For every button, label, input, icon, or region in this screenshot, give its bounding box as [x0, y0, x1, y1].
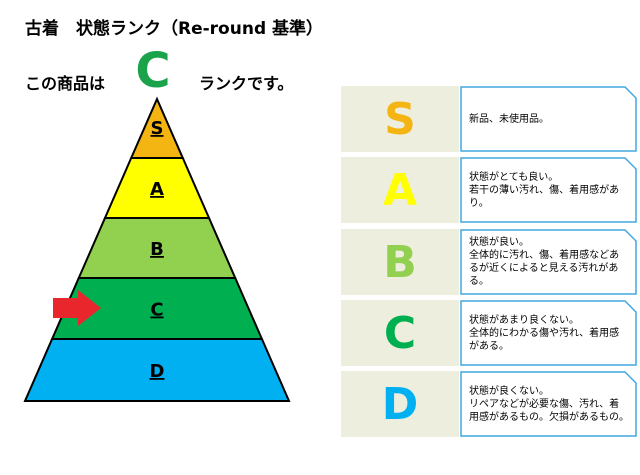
current-grade-letter: C	[135, 43, 171, 99]
rank-letter-b: B	[341, 229, 459, 295]
pyramid-label-s: S	[151, 118, 164, 139]
pyramid-label-d: D	[150, 361, 165, 382]
right-arrow-icon	[53, 290, 101, 326]
rank-letter-d: D	[341, 371, 459, 437]
pyramid-label-c: C	[150, 300, 163, 321]
rank-letter-a: A	[341, 157, 459, 223]
rank-letter-s: S	[341, 86, 459, 152]
rank-description-d: 状態が良くない。 リペアなどが必要な傷、汚れ、着用感があるもの。欠損があるもの。	[469, 385, 629, 423]
rank-row-a: A 状態がとても良い。 若干の薄い汚れ、傷、着用感があり。	[341, 157, 639, 223]
rank-row-c: C 状態があまり良くない。 全体的にわかる傷や汚れ、着用感がある。	[341, 300, 639, 366]
grade-prefix-text: この商品は	[25, 74, 106, 93]
rank-description-s: 新品、未使用品。	[469, 113, 549, 125]
description-card-frame	[460, 229, 637, 295]
rank-description-a: 状態がとても良い。 若干の薄い汚れ、傷、着用感があり。	[469, 171, 620, 209]
rank-description-c: 状態があまり良くない。 全体的にわかる傷や汚れ、着用感がある。	[469, 314, 620, 352]
pyramid-label-a: A	[150, 179, 164, 200]
rank-letter-c: C	[341, 300, 459, 366]
rank-row-s: S 新品、未使用品。	[341, 86, 639, 152]
pyramid-label-b: B	[150, 239, 164, 260]
rank-row-d: D 状態が良くない。 リペアなどが必要な傷、汚れ、着用感があるもの。欠損があるもの…	[341, 371, 639, 437]
pyramid-layers	[23, 96, 291, 402]
description-card-frame	[460, 300, 637, 366]
rank-description-b: 状態が良い。 全体的に汚れ、傷、着用感などあるが近くによると見える汚れがある。	[469, 237, 620, 287]
description-card-frame	[460, 157, 637, 223]
pyramid-labels: S A B C D	[150, 118, 165, 382]
page-title: 古着 状態ランク（Re-round 基準）	[25, 19, 324, 39]
grade-suffix-text: ランクです。	[199, 74, 294, 93]
pyramid-layer-d	[23, 338, 291, 402]
description-card-frame	[460, 86, 637, 152]
description-card-frame	[460, 371, 637, 437]
